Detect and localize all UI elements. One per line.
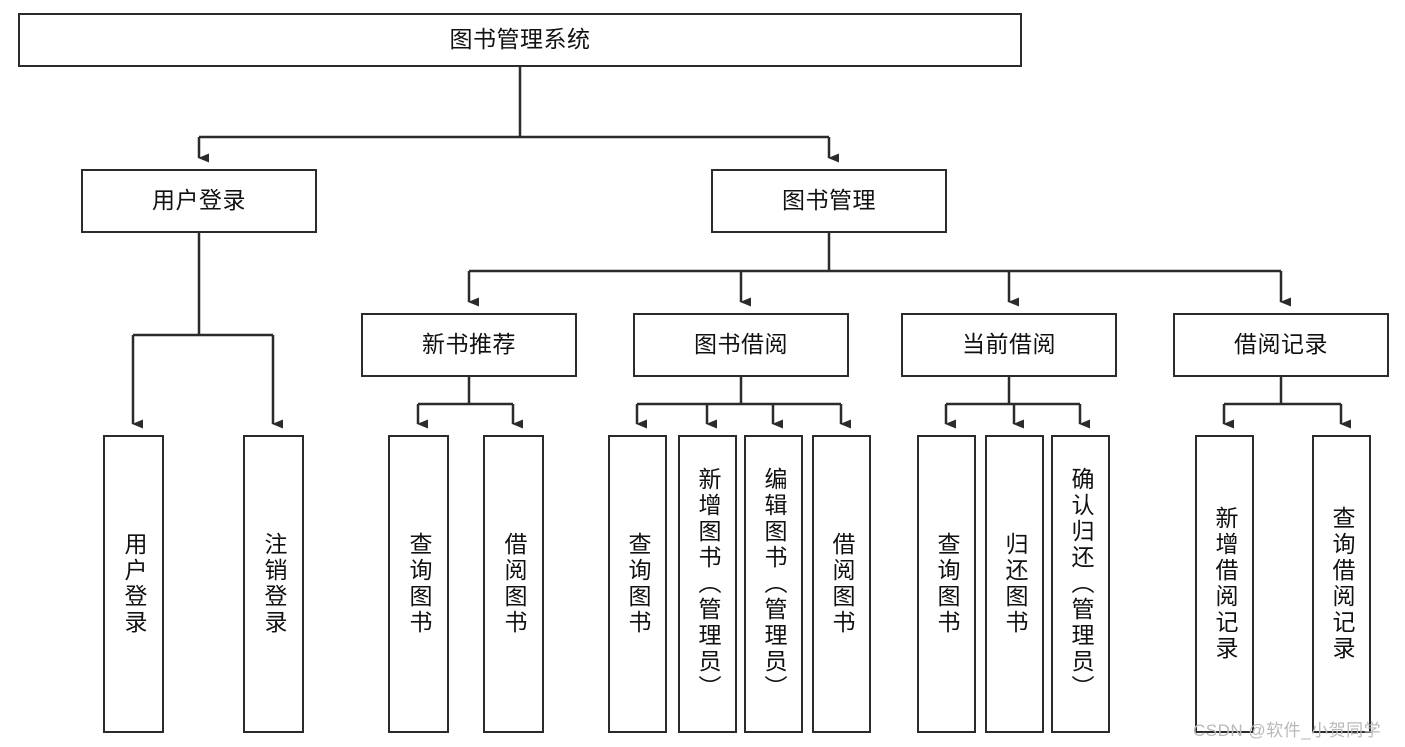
node-leaf-add-book[interactable]: 新增图书（管理员） — [678, 435, 737, 733]
node-leaf-return-book[interactable]: 归还图书 — [985, 435, 1044, 733]
node-label-new-book-rec: 新书推荐 — [422, 331, 516, 358]
node-label-leaf-add-book: 新增图书（管理员） — [695, 467, 721, 701]
node-leaf-query-book-cur[interactable]: 查询图书 — [917, 435, 976, 733]
node-label-leaf-borrow-book: 借阅图书 — [829, 532, 855, 636]
node-label-leaf-return-book: 归还图书 — [1002, 532, 1028, 636]
node-label-leaf-query-book-rec: 查询图书 — [406, 532, 432, 636]
node-label-leaf-query-book-cur: 查询图书 — [934, 532, 960, 636]
node-label-root: 图书管理系统 — [449, 26, 591, 53]
node-new-book-rec[interactable]: 新书推荐 — [361, 313, 577, 377]
node-leaf-user-login[interactable]: 用户登录 — [103, 435, 164, 733]
node-leaf-add-record[interactable]: 新增借阅记录 — [1195, 435, 1254, 733]
node-label-leaf-query-book: 查询图书 — [625, 532, 651, 636]
node-label-borrow-record: 借阅记录 — [1234, 331, 1328, 358]
node-leaf-query-record[interactable]: 查询借阅记录 — [1312, 435, 1371, 733]
node-label-current-borrow: 当前借阅 — [962, 331, 1056, 358]
node-label-book-manage: 图书管理 — [782, 187, 876, 214]
node-label-leaf-confirm-return: 确认归还（管理员） — [1068, 467, 1094, 701]
node-leaf-query-book[interactable]: 查询图书 — [608, 435, 667, 733]
node-leaf-borrow-book[interactable]: 借阅图书 — [812, 435, 871, 733]
node-label-leaf-query-record: 查询借阅记录 — [1329, 506, 1355, 662]
node-root[interactable]: 图书管理系统 — [18, 13, 1022, 67]
node-label-leaf-borrow-book-rec: 借阅图书 — [501, 532, 527, 636]
node-book-borrow[interactable]: 图书借阅 — [633, 313, 849, 377]
node-leaf-user-logout[interactable]: 注销登录 — [243, 435, 304, 733]
node-leaf-edit-book[interactable]: 编辑图书（管理员） — [744, 435, 803, 733]
node-label-leaf-edit-book: 编辑图书（管理员） — [761, 467, 787, 701]
node-book-manage[interactable]: 图书管理 — [711, 169, 947, 233]
node-label-leaf-add-record: 新增借阅记录 — [1212, 506, 1238, 662]
connector-lines — [131, 67, 1351, 429]
node-current-borrow[interactable]: 当前借阅 — [901, 313, 1117, 377]
node-borrow-record[interactable]: 借阅记录 — [1173, 313, 1389, 377]
node-label-leaf-user-logout: 注销登录 — [261, 532, 287, 636]
node-label-leaf-user-login: 用户登录 — [121, 532, 147, 636]
node-leaf-confirm-return[interactable]: 确认归还（管理员） — [1051, 435, 1110, 733]
node-leaf-query-book-rec[interactable]: 查询图书 — [388, 435, 449, 733]
node-user-login[interactable]: 用户登录 — [81, 169, 317, 233]
node-leaf-borrow-book-rec[interactable]: 借阅图书 — [483, 435, 544, 733]
node-label-book-borrow: 图书借阅 — [694, 331, 788, 358]
node-label-user-login: 用户登录 — [152, 187, 246, 214]
